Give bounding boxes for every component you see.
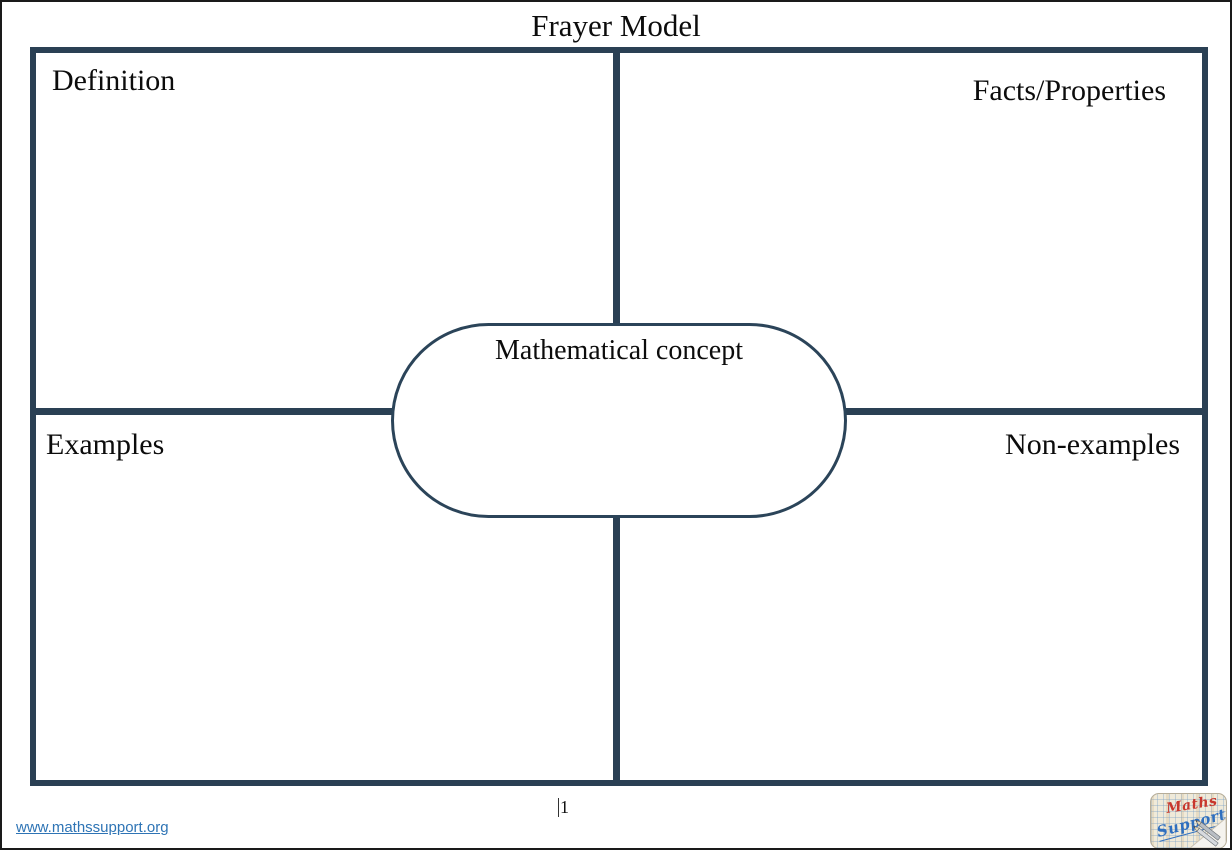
text-caret — [558, 798, 559, 817]
website-link[interactable]: www.mathssupport.org — [16, 819, 169, 836]
quadrant-examples: Examples — [36, 415, 613, 780]
page-number: 1 — [558, 797, 569, 818]
pencils-icon — [1189, 818, 1226, 848]
quadrant-facts-properties-label: Facts/Properties — [972, 74, 1166, 107]
page-title: Frayer Model — [531, 8, 701, 43]
quadrant-non-examples: Non-examples — [620, 415, 1202, 780]
quadrant-facts-properties: Facts/Properties — [620, 53, 1202, 408]
maths-support-logo: Maths Support — [1150, 793, 1227, 848]
quadrant-examples-label: Examples — [46, 428, 165, 461]
page-number-value: 1 — [560, 797, 569, 817]
quadrant-definition-label: Definition — [52, 64, 176, 97]
central-concept-label: Mathematical concept — [495, 335, 743, 366]
quadrant-non-examples-label: Non-examples — [1005, 428, 1180, 461]
central-concept-oval: Mathematical concept — [391, 323, 847, 518]
quadrant-definition: Definition — [36, 53, 613, 408]
